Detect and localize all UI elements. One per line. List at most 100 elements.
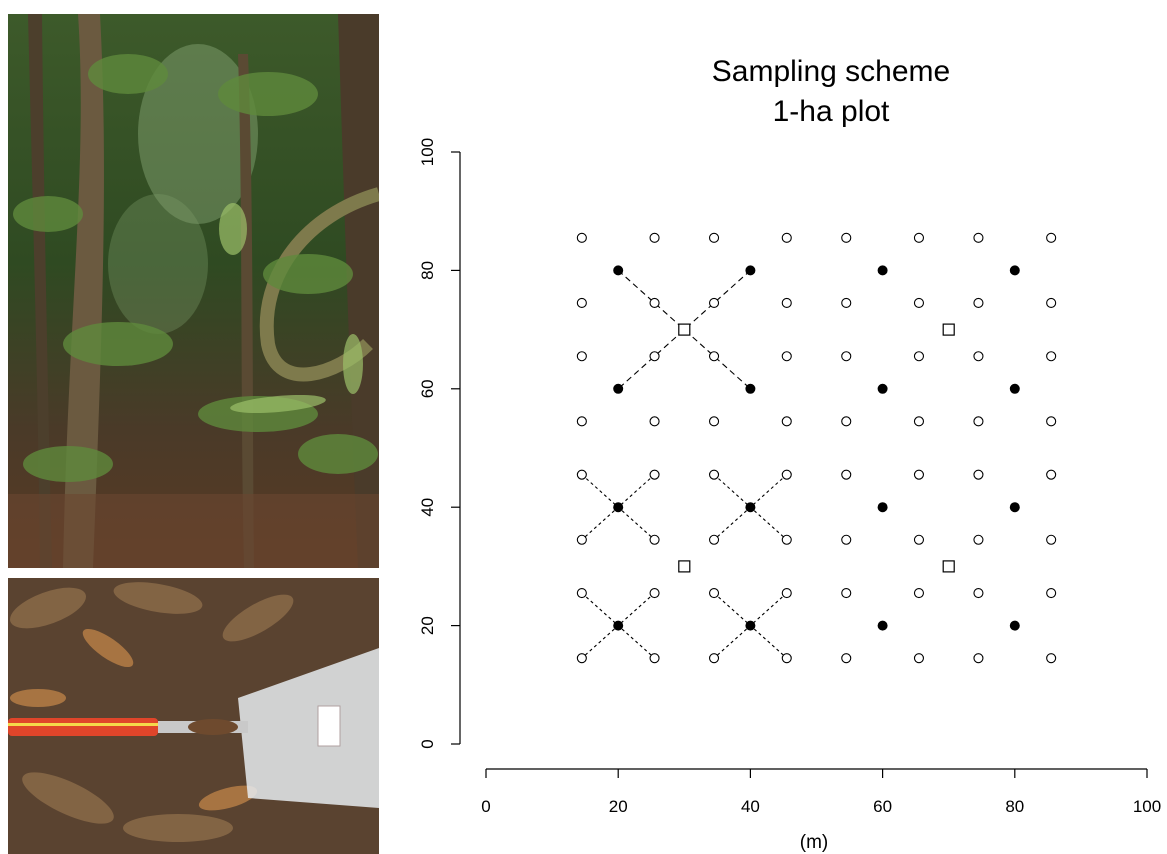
open-circle-point — [973, 297, 984, 309]
open-circle-point — [781, 587, 792, 599]
open-circle-point — [841, 351, 852, 362]
filled-circle-point — [1009, 620, 1020, 631]
open-circle-point — [649, 351, 660, 362]
open-circle-point — [841, 232, 852, 243]
filled-circle-point — [877, 265, 888, 276]
open-circle-point — [649, 297, 660, 309]
filled-circle-point — [613, 620, 624, 631]
open-circle-point — [576, 297, 587, 309]
y-tick-label: 40 — [418, 498, 437, 517]
x-tick-label: 20 — [609, 797, 628, 816]
open-circle-point — [781, 653, 792, 664]
filled-circle-point — [877, 502, 888, 513]
open-circle-point — [841, 469, 852, 480]
open-circle-point — [1046, 469, 1057, 480]
filled-circle-point — [613, 383, 624, 394]
rainforest-image — [8, 14, 379, 568]
open-circle-point — [913, 351, 925, 362]
soil-sampling-photo — [8, 578, 379, 854]
x-tick-label: 100 — [1133, 797, 1161, 816]
open-circle-point — [576, 587, 587, 599]
open-circle-point — [576, 469, 587, 480]
open-circle-point — [913, 416, 925, 427]
filled-circle-point — [745, 502, 756, 513]
open-circle-point — [708, 653, 720, 664]
open-circle-point — [913, 469, 925, 480]
open-square-point — [678, 323, 691, 336]
sampling-points — [576, 232, 1057, 664]
chart-title-line-1: Sampling scheme — [712, 55, 950, 88]
filled-circle-point — [613, 265, 624, 276]
y-tick-label: 100 — [418, 138, 437, 166]
filled-circle-point — [877, 620, 888, 631]
open-circle-point — [1046, 653, 1057, 664]
y-tick-label: 20 — [418, 616, 437, 635]
open-circle-point — [649, 653, 660, 664]
y-tick-label: 60 — [418, 379, 437, 398]
open-circle-point — [1046, 416, 1057, 427]
x-tick-label: 80 — [1005, 797, 1024, 816]
open-circle-point — [649, 416, 660, 427]
open-circle-point — [781, 351, 792, 362]
open-circle-point — [781, 469, 792, 480]
open-circle-point — [1046, 534, 1057, 545]
open-circle-point — [973, 587, 984, 599]
open-circle-point — [913, 587, 925, 599]
filled-circle-point — [1009, 502, 1020, 513]
filled-circle-point — [745, 620, 756, 631]
forest-photo — [8, 14, 379, 568]
open-circle-point — [708, 534, 720, 545]
open-circle-point — [973, 232, 984, 243]
open-circle-point — [913, 232, 925, 243]
open-circle-point — [708, 587, 720, 599]
soil-auger-and-sample-bag-image — [8, 578, 379, 854]
open-circle-point — [913, 297, 925, 309]
open-circle-point — [1046, 351, 1057, 362]
open-circle-point — [841, 653, 852, 664]
open-circle-point — [708, 297, 720, 309]
filled-circle-point — [1009, 383, 1020, 394]
x-tick-label: 60 — [873, 797, 892, 816]
open-circle-point — [649, 232, 660, 243]
open-circle-point — [576, 416, 587, 427]
open-circle-point — [781, 534, 792, 545]
open-circle-point — [973, 351, 984, 362]
open-circle-point — [841, 534, 852, 545]
open-circle-point — [841, 587, 852, 599]
filled-circle-point — [613, 502, 624, 513]
y-axis: 0 20 40 60 80 100 — [418, 138, 461, 749]
open-circle-point — [781, 297, 792, 309]
open-circle-point — [649, 587, 660, 599]
open-circle-point — [841, 416, 852, 427]
open-circle-point — [649, 469, 660, 480]
open-circle-point — [576, 653, 587, 664]
x-axis-label: (m) — [800, 832, 828, 853]
open-square-point — [678, 560, 691, 573]
open-circle-point — [1046, 297, 1057, 309]
open-circle-point — [708, 416, 720, 427]
open-circle-point — [781, 416, 792, 427]
y-tick-label: 80 — [418, 261, 437, 280]
x-tick-label: 0 — [481, 797, 490, 816]
open-circle-point — [576, 534, 587, 545]
open-circle-point — [841, 297, 852, 309]
open-square-point — [942, 323, 955, 336]
filled-circle-point — [745, 265, 756, 276]
x-tick-label: 40 — [741, 797, 760, 816]
open-circle-point — [1046, 232, 1057, 243]
open-circle-point — [973, 653, 984, 664]
open-circle-point — [973, 416, 984, 427]
open-circle-point — [973, 534, 984, 545]
filled-circle-point — [877, 383, 888, 394]
open-circle-point — [708, 469, 720, 480]
y-tick-label: 0 — [418, 739, 437, 748]
open-circle-point — [913, 653, 925, 664]
filled-circle-point — [1009, 265, 1020, 276]
open-circle-point — [708, 232, 720, 243]
open-circle-point — [576, 351, 587, 362]
open-circle-point — [576, 232, 587, 243]
filled-circle-point — [745, 383, 756, 394]
open-circle-point — [973, 469, 984, 480]
open-square-point — [942, 560, 955, 573]
